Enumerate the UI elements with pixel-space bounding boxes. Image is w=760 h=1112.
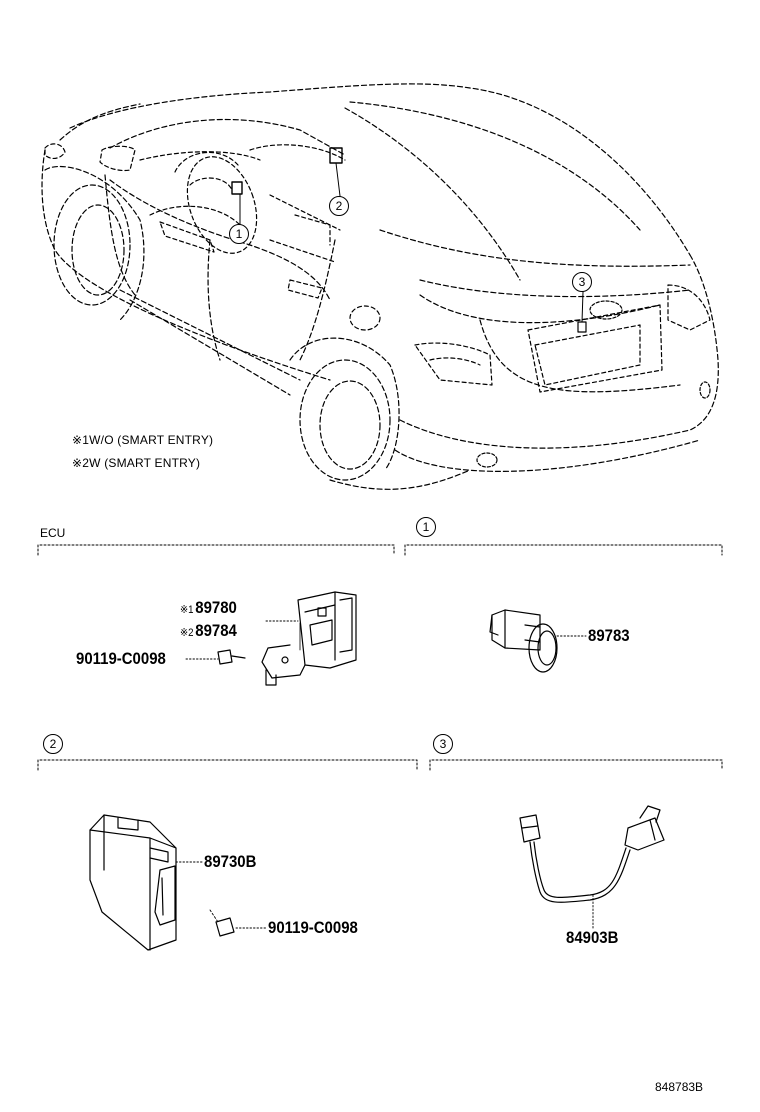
part-number-bolt-b[interactable]: 90119-C0098	[268, 918, 358, 937]
section-callout-2: 2	[43, 734, 63, 754]
part-89784-mark: ※2	[180, 627, 194, 639]
leader-lines-top	[185, 620, 587, 660]
note-1-mark: ※1	[72, 433, 90, 447]
part-number-89730b[interactable]: 89730B	[204, 852, 257, 871]
harness-drawing	[519, 805, 665, 903]
section-label-ecu: ECU	[40, 526, 66, 540]
callout-1: 1	[229, 224, 249, 244]
part-number-89783[interactable]: 89783	[588, 626, 630, 645]
part-number-84903b[interactable]: 84903B	[566, 928, 619, 947]
note-2-text: W (SMART ENTRY)	[89, 456, 201, 470]
leader-lines-bottom	[175, 861, 594, 931]
note-1: ※1W/O (SMART ENTRY)	[72, 433, 213, 447]
note-2-mark: ※2	[72, 456, 90, 470]
note-2: ※2W (SMART ENTRY)	[72, 456, 200, 470]
part-89780-number: 89780	[195, 598, 237, 617]
part-89784-number: 89784	[195, 621, 237, 640]
callout-2: 2	[329, 196, 349, 216]
note-1-text: W/O (SMART ENTRY)	[89, 433, 214, 447]
section-callout-3: 3	[433, 734, 453, 754]
module-drawing	[89, 814, 235, 951]
ecu-bracket-drawing	[217, 591, 357, 686]
switch-drawing	[489, 609, 558, 673]
car-illustration	[41, 83, 719, 490]
section-callout-1: 1	[416, 517, 436, 537]
callout-3: 3	[572, 272, 592, 292]
part-89780-mark: ※1	[180, 604, 194, 616]
section-brackets	[37, 544, 723, 771]
diagram-code: 848783B	[655, 1080, 704, 1094]
part-number-bolt-a[interactable]: 90119-C0098	[76, 649, 166, 668]
